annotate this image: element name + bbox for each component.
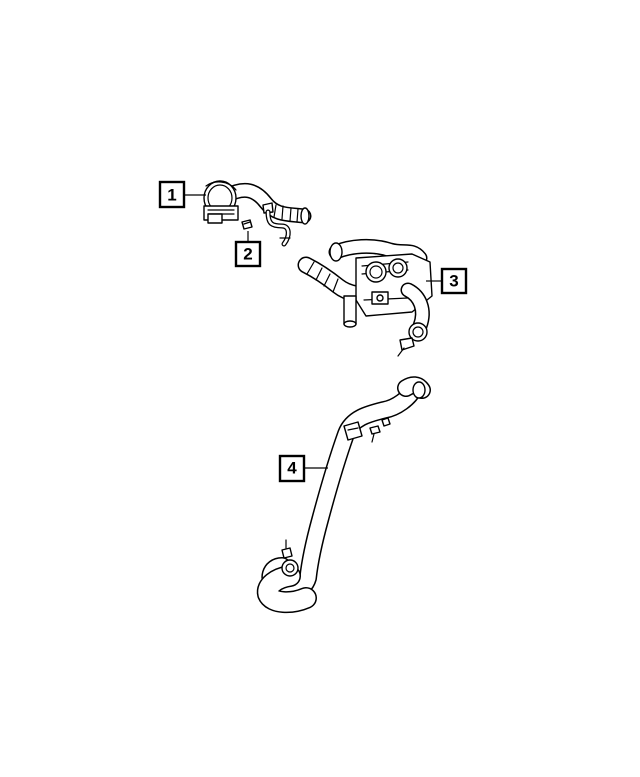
part-1-hose-assembly[interactable] bbox=[203, 180, 312, 247]
callout-4-label: 4 bbox=[287, 459, 297, 478]
part-2-clip[interactable] bbox=[241, 219, 253, 230]
callout-1[interactable]: 1 bbox=[158, 180, 186, 209]
callout-3[interactable]: 3 bbox=[440, 267, 468, 295]
callout-3-label: 3 bbox=[449, 272, 458, 291]
callout-2-label: 2 bbox=[243, 245, 252, 264]
callout-1-label: 1 bbox=[167, 186, 176, 205]
callout-4[interactable]: 4 bbox=[278, 454, 306, 483]
callout-2[interactable]: 2 bbox=[234, 240, 262, 268]
part-3-hose-valve-assembly[interactable] bbox=[297, 238, 433, 357]
part-4-long-hose[interactable] bbox=[256, 376, 431, 614]
